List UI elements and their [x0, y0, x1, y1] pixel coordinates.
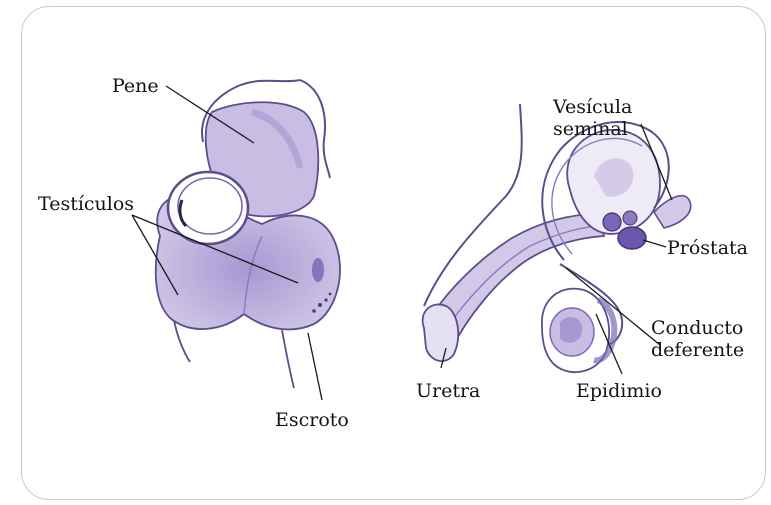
label-testiculos: Testículos	[38, 194, 134, 215]
label-vesicula-line2: seminal	[553, 119, 628, 140]
label-conducto-line1: Conducto	[651, 318, 743, 339]
label-uretra: Uretra	[416, 381, 480, 402]
label-prostata: Próstata	[667, 238, 748, 259]
prostate-shape	[618, 227, 646, 249]
leader-escroto	[308, 333, 322, 400]
label-epididimio: Epidimio	[576, 381, 662, 402]
tip-shape	[423, 304, 459, 361]
leader-prostata	[643, 240, 666, 247]
label-conducto-line2: deferente	[651, 340, 744, 361]
external-genitalia-figure	[132, 80, 340, 400]
label-escroto: Escroto	[275, 410, 349, 431]
label-vesicula-line1: Vesícula	[553, 97, 632, 118]
label-pene: Pene	[112, 76, 159, 97]
